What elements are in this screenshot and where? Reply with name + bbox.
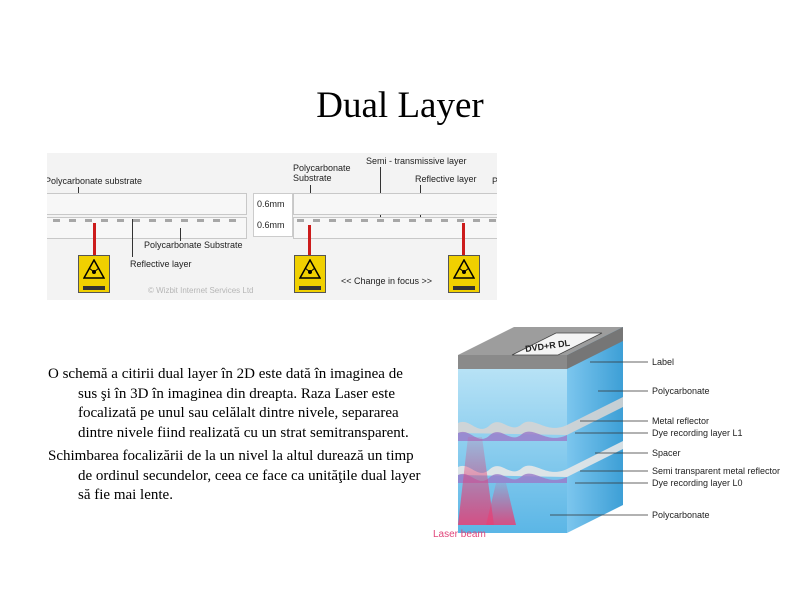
right-substrate-label-line1: Polycarbonate [293, 163, 351, 173]
track-pit [361, 219, 368, 222]
left-bottom-substrate [47, 217, 247, 239]
label-semi-reflector: Semi transparent metal reflector [652, 466, 780, 476]
track-pit [345, 219, 352, 222]
label-polycarbonate-bottom: Polycarbonate [652, 510, 710, 520]
label-metal-reflector: Metal reflector [652, 416, 709, 426]
left-top-substrate [47, 193, 247, 215]
right-laser-warning-icon-far [448, 255, 480, 293]
label-spacer: Spacer [652, 448, 681, 458]
change-focus-label: << Change in focus >> [341, 276, 433, 286]
thickness-bottom-label: 0.6mm [257, 220, 285, 230]
label-layer-label: Label [652, 357, 674, 367]
right-substrate-label-line2: Substrate [293, 173, 332, 183]
left-substrate-bottom-label: Polycarbonate Substrate [144, 240, 243, 250]
track-pit [165, 219, 172, 222]
label-dye-l0: Dye recording layer L0 [652, 478, 743, 488]
dual-layer-3d-diagram: DVD+R DL Laser beam Label Polycarbonate … [430, 325, 790, 547]
track-pit [197, 219, 204, 222]
label-polycarbonate-top: Polycarbonate [652, 386, 710, 396]
track-pit [377, 219, 384, 222]
left-laser-warning-icon [78, 255, 110, 293]
track-pit [53, 219, 60, 222]
laser-beam-label: Laser beam [433, 529, 486, 540]
track-pit [297, 219, 304, 222]
track-pit [441, 219, 448, 222]
track-pit [101, 219, 108, 222]
thickness-box [253, 193, 293, 237]
left-substrate-bottom-leader [180, 228, 181, 241]
track-pit [149, 219, 156, 222]
track-pit [117, 219, 124, 222]
track-pit [425, 219, 432, 222]
right-bottom-substrate [293, 217, 497, 239]
body-text: O schemă a citirii dual layer în 2D este… [48, 365, 423, 510]
track-pit [213, 219, 220, 222]
watermark: © Wizbit Internet Services Ltd [148, 286, 254, 295]
right-semi-label: Semi - transmissive layer [366, 156, 467, 166]
right-reflective-label: Reflective layer [415, 174, 477, 184]
track-pit [489, 219, 496, 222]
left-reflective-label: Reflective layer [130, 259, 192, 269]
track-pit [393, 219, 400, 222]
paragraph-2d-3d: O schemă a citirii dual layer în 2D este… [48, 366, 409, 441]
label-dye-l1: Dye recording layer L1 [652, 428, 743, 438]
dual-layer-2d-diagram: Polycarbonate substrate 0.6mm 0.6mm Poly… [47, 153, 497, 300]
left-laser-beam [93, 223, 96, 255]
right-laser-beam-far [462, 223, 465, 255]
left-reflective-leader [132, 219, 133, 257]
right-top-substrate [293, 193, 497, 215]
track-pit [181, 219, 188, 222]
track-pit [457, 219, 464, 222]
slide-title: Dual Layer [316, 85, 484, 126]
right-laser-warning-icon-near [294, 255, 326, 293]
track-pit [409, 219, 416, 222]
track-pit [329, 219, 336, 222]
track-pit [85, 219, 92, 222]
right-edge-mark: P [492, 176, 497, 186]
track-pit [473, 219, 480, 222]
right-laser-beam-near [308, 225, 311, 255]
track-pit [313, 219, 320, 222]
track-pit [69, 219, 76, 222]
left-substrate-top-label: Polycarbonate substrate [47, 176, 143, 186]
paragraph-focus-change: Schimbarea focalizării de la un nivel la… [48, 448, 421, 503]
dvd-dl-cross-section-illustration: DVD+R DL Laser beam Label Polycarbonate … [433, 327, 780, 540]
track-pit [133, 219, 140, 222]
thickness-top-label: 0.6mm [257, 199, 285, 209]
track-pit [229, 219, 236, 222]
